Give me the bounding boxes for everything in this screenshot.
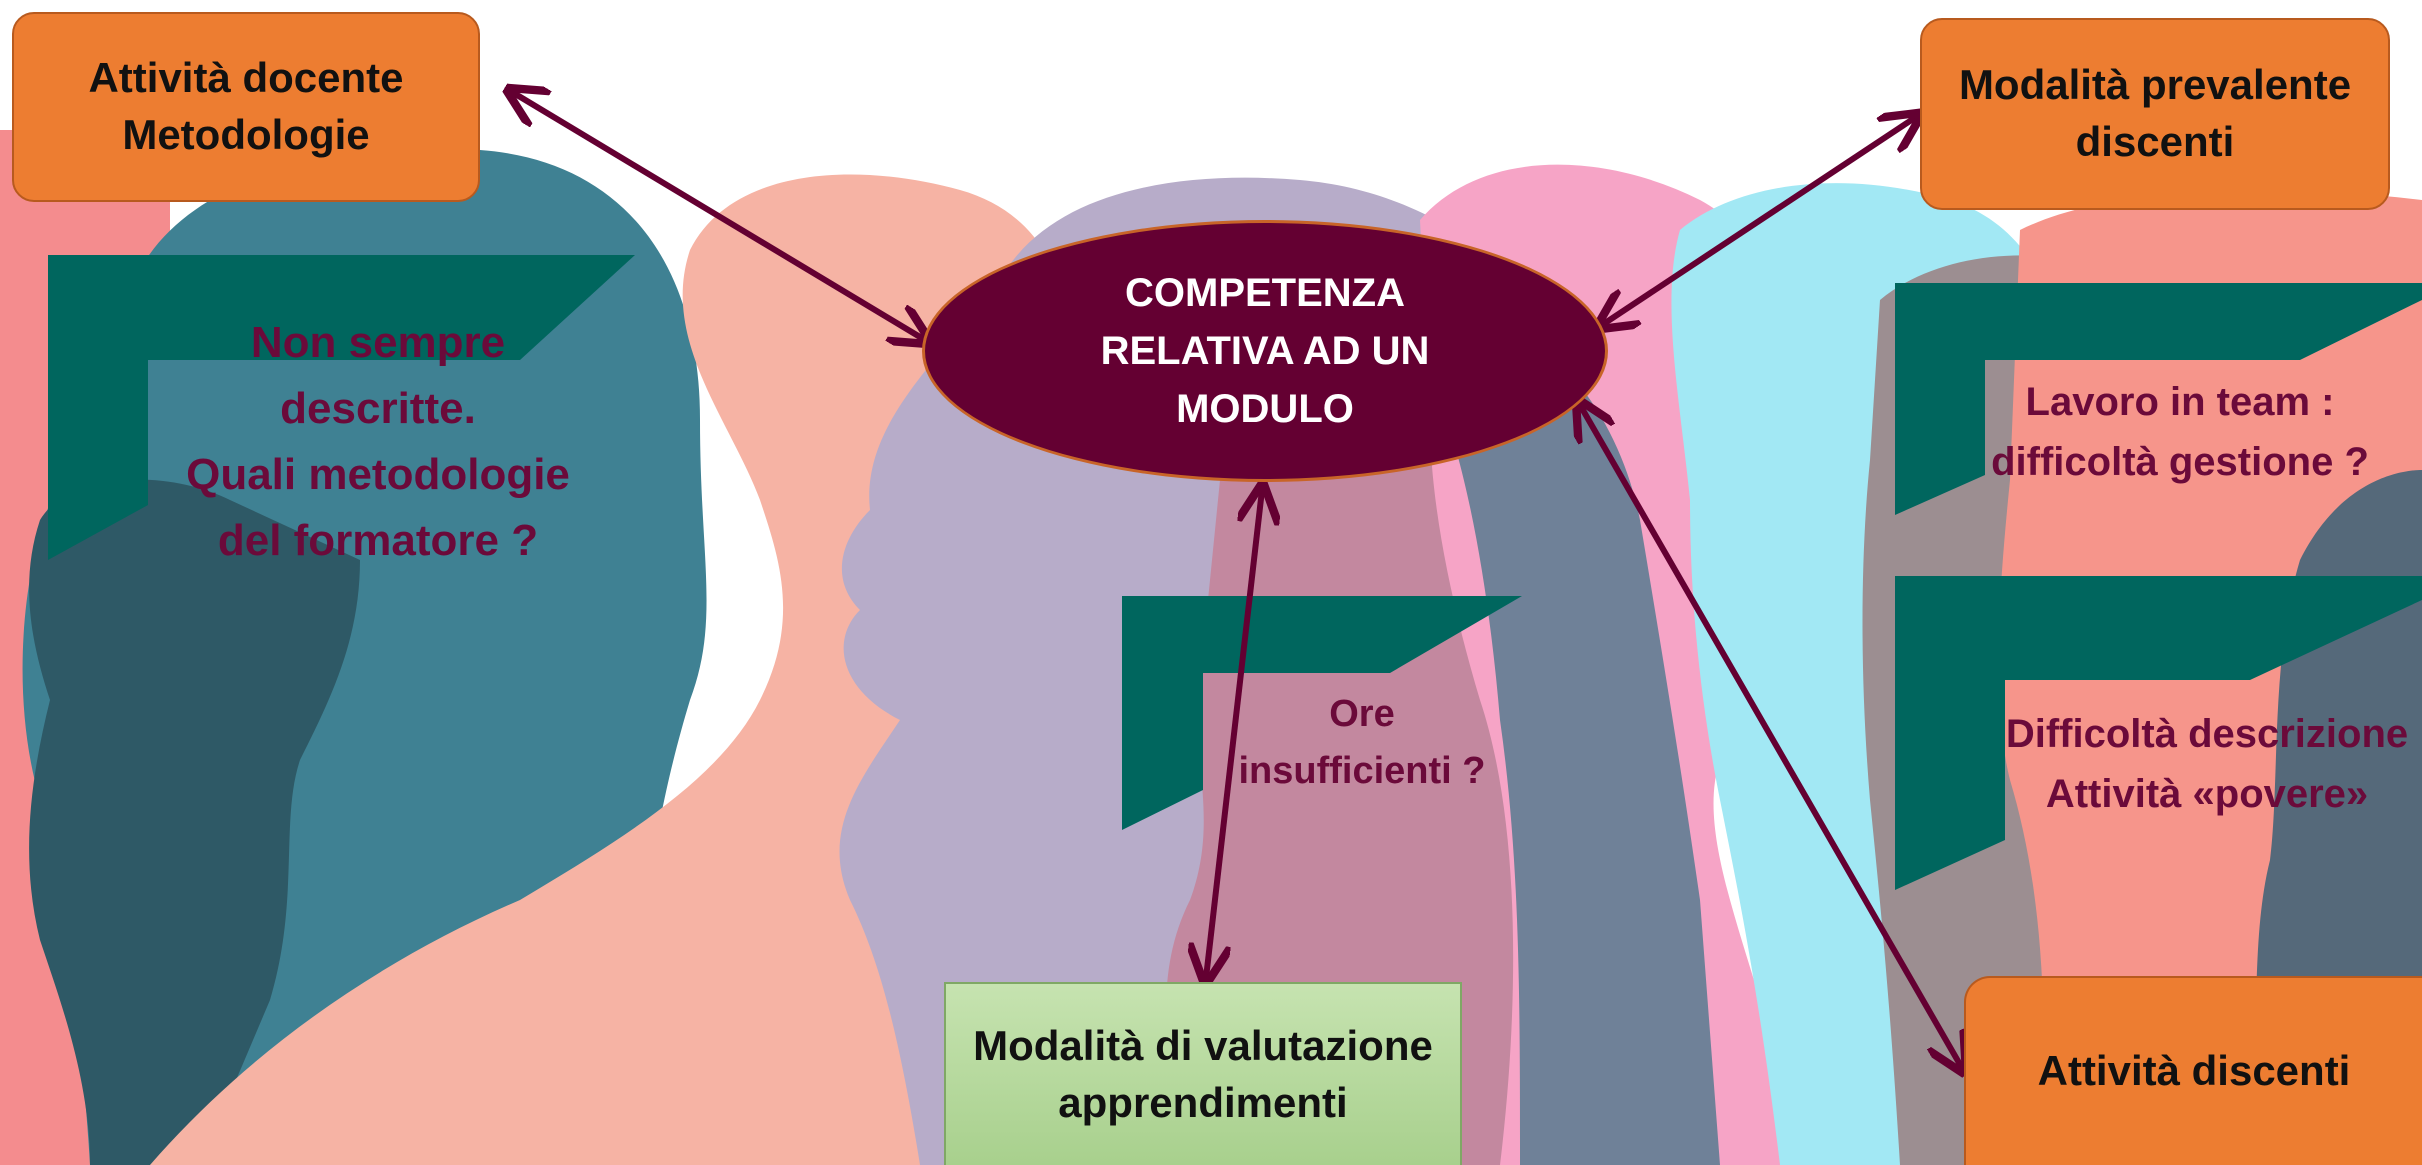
note-teamwork: Lavoro in team : difficoltà gestione ?: [1991, 380, 2369, 484]
callout-shape-teamwork: [1895, 283, 2422, 515]
node-learner-mode: Modalità prevalente discenti: [1920, 18, 2390, 210]
node-teacher-methods: Attività docente Metodologie: [12, 12, 480, 202]
callout-shape-description: [1895, 576, 2422, 890]
central-competence-node: COMPETENZA RELATIVA AD UN MODULO: [922, 220, 1608, 482]
note-methods: Non sempre descritte. Quali metodologie …: [186, 318, 570, 565]
note-hours: Ore insufficienti ?: [1238, 693, 1486, 792]
note-description: Difficoltà descrizione Attività «povere»: [2005, 712, 2409, 816]
node-assessment: Modalità di valutazione apprendimenti: [944, 982, 1462, 1165]
node-learner-activities: Attività discenti: [1964, 976, 2422, 1165]
callout-shape-methods: [48, 255, 635, 560]
